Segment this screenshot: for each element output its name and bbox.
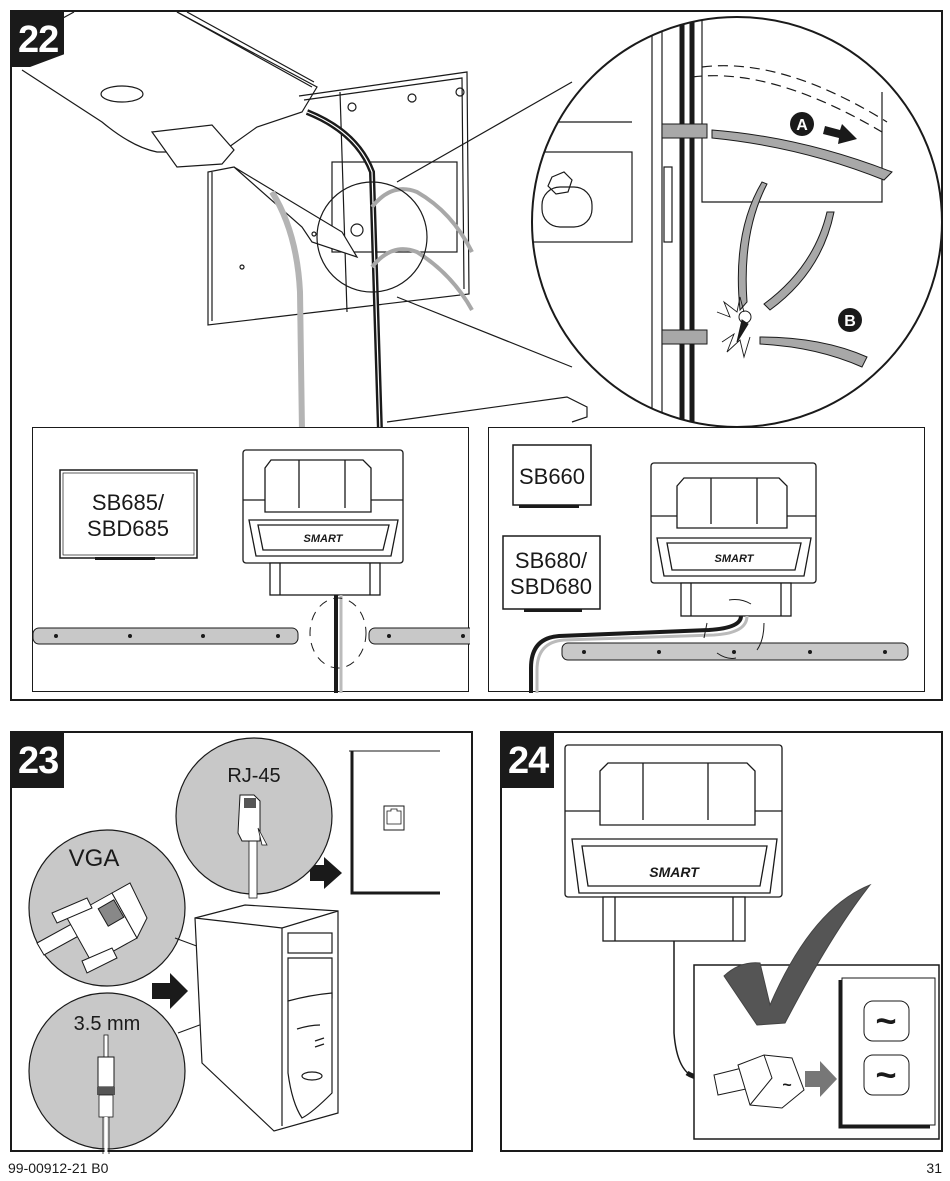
layout-sb685-subpanel: SB685/ SBD685 SMART: [32, 427, 470, 693]
cable-ties: [370, 187, 474, 311]
power-outlet: ~ ~: [838, 977, 936, 1129]
step-22-panel: 22: [10, 10, 943, 701]
model-label-sbd680: SBD680: [510, 574, 592, 599]
projector-icon: [564, 744, 783, 942]
step-number-23: 23: [12, 733, 65, 788]
power-plug-icon: [713, 1054, 805, 1109]
cable-gap-highlight: [703, 599, 765, 659]
rj45-label: RJ-45: [227, 765, 280, 787]
step-24-panel: 24 SMART ~ ~: [500, 731, 943, 1152]
step-23-illustration: RJ-45 VGA 3.5 mm: [28, 737, 440, 1154]
model-label-sb660: SB660: [519, 464, 585, 489]
projector-brand-logo: SMART: [304, 533, 344, 545]
outlet-symbol-bottom: ~: [875, 1054, 896, 1095]
outlet-symbol-top: ~: [875, 1000, 896, 1041]
vga-label: VGA: [69, 845, 120, 872]
document-id: 99-00912-21 B0: [8, 1160, 109, 1176]
audio-connector-callout: 3.5 mm: [28, 992, 206, 1154]
layout-sb660-sb680-subpanel: SB660 SB680/ SBD680 SMART: [488, 427, 925, 693]
model-label-sb685: SB685/: [92, 490, 165, 515]
cutting-pliers-icon: [736, 181, 835, 343]
whiteboard-icon-medium: [502, 535, 601, 610]
projector-icon: [650, 462, 817, 617]
vga-connector-callout: VGA: [28, 829, 203, 987]
callout-b-badge: [838, 308, 862, 332]
cable-gap-highlight: [309, 597, 367, 669]
audio-label: 3.5 mm: [74, 1013, 141, 1035]
projector-icon: [242, 449, 404, 596]
step-22-illustration: A B: [21, 12, 943, 433]
arrow-right-icon: [805, 1061, 837, 1097]
pen-tray-rail: [561, 642, 909, 661]
model-label-sb680: SB680/: [515, 548, 588, 573]
detail-focus-circle: [316, 181, 428, 293]
computer-tower-icon: [194, 904, 339, 1132]
step-23-panel: 23 RJ-45 VGA: [10, 731, 473, 1154]
gray-cable: [269, 190, 305, 433]
step-number-24: 24: [502, 733, 555, 788]
wall-mount-arm: [21, 12, 318, 168]
black-cable: [305, 109, 383, 433]
network-wall-jack: [349, 750, 440, 895]
arrow-right-icon: [310, 857, 342, 889]
page-number: 31: [926, 1160, 942, 1176]
arrow-right-icon: [152, 973, 188, 1009]
checkmark-icon: [723, 883, 872, 1026]
model-label-sbd685: SBD685: [87, 516, 169, 541]
callout-a-badge: [790, 112, 814, 136]
detail-magnified-view: A B: [531, 16, 943, 428]
callout-a-label: A: [796, 117, 808, 134]
projector-brand-logo: SMART: [649, 864, 700, 880]
cut-spark-icon: [716, 296, 751, 359]
callout-b-label: B: [844, 313, 856, 330]
step-number-22: 22: [12, 12, 65, 67]
pull-arrow-icon: [823, 124, 857, 144]
step-24-illustration: SMART ~ ~ ~: [564, 744, 940, 1140]
pen-tray-rail: [33, 627, 470, 645]
plug-symbol: ~: [782, 1077, 791, 1094]
rj45-connector-callout: RJ-45: [175, 737, 333, 899]
whiteboard-icon-small: [512, 444, 592, 506]
projector-brand-logo: SMART: [715, 553, 755, 565]
